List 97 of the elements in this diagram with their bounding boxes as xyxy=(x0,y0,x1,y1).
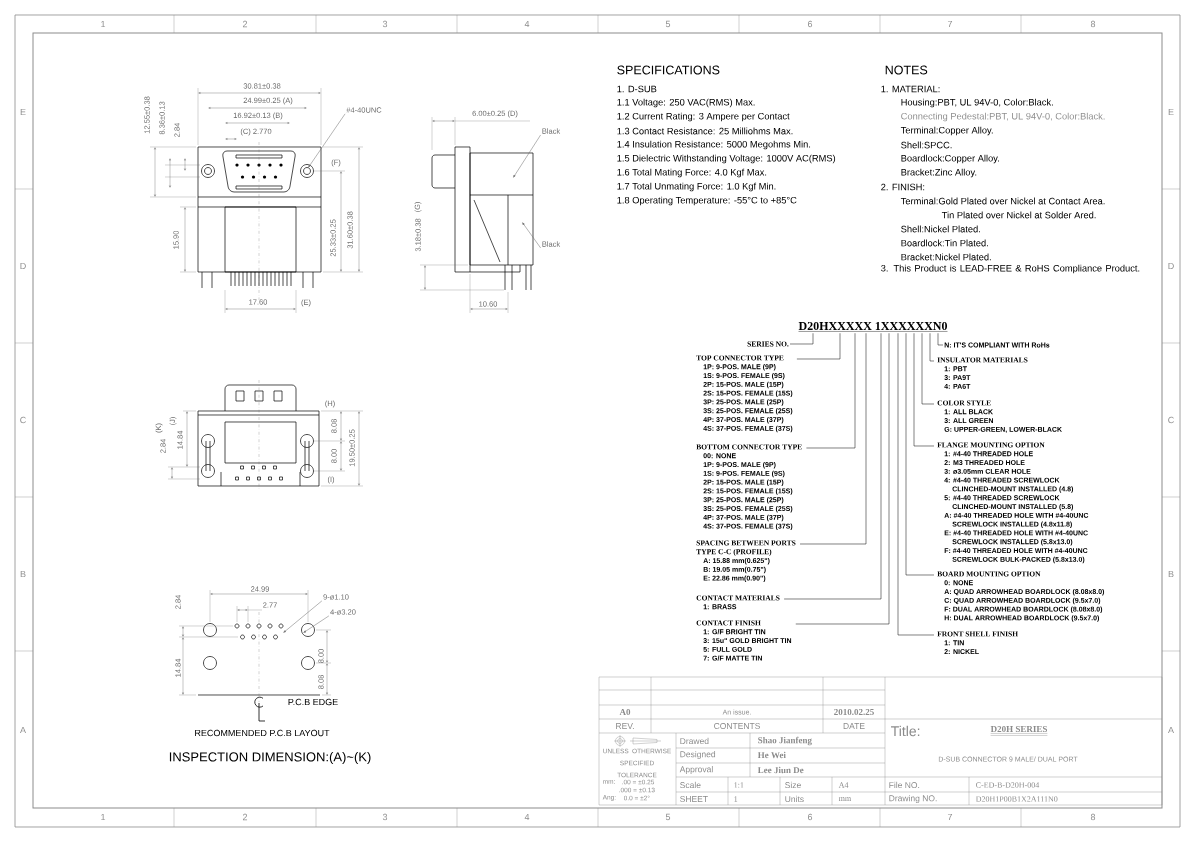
grid-reference: 8 xyxy=(1090,813,1096,821)
title-block-text: Approval xyxy=(679,766,713,774)
grid-reference: 6 xyxy=(807,20,813,28)
note-text: 2. FINISH: xyxy=(881,183,925,191)
leader-line xyxy=(897,333,935,636)
title-block-text: REV. xyxy=(616,723,634,729)
leader-line xyxy=(937,333,944,346)
title-block-text: Drawed xyxy=(680,737,709,745)
note-text: 1.1 Voltage: 250 VAC(RMS) Max. xyxy=(617,98,755,108)
title-block-text: Shao Jianfeng xyxy=(758,736,812,746)
grid-reference: 4 xyxy=(524,20,530,28)
note-text: Boardlock:Copper Alloy. xyxy=(901,154,999,164)
note-text: Bracket:Zinc Alloy. xyxy=(901,168,977,178)
leader-line xyxy=(806,333,856,449)
note-text: 1.4 Insulation Resistance: 5000 Megohms Min. xyxy=(617,140,810,150)
grid-reference: D xyxy=(20,262,26,270)
note-text: 1.8 Operating Temperature: -55°C to +85°C xyxy=(617,196,797,206)
grid-reference: B xyxy=(20,570,26,578)
note-text: Terminal:Gold Plated over Nickel at Contact Area. xyxy=(900,197,1105,205)
grid-reference: C xyxy=(20,416,26,424)
grid-reference: 1 xyxy=(101,20,106,28)
grid-reference: 3 xyxy=(382,813,388,821)
note-text: Shell:Nickel Plated. xyxy=(901,225,980,233)
note-text: 3. This Product is LEAD-FREE & RoHS Compliance Product. xyxy=(881,264,1140,274)
grid-reference: 1 xyxy=(101,813,106,821)
note-text: Connecting Pedestal:PBT, UL 94V-0, Color:Black. xyxy=(901,112,1105,122)
title-block-text: Title: xyxy=(891,725,920,737)
note-text: Housing:PBT, UL 94V-0, Color:Black. xyxy=(901,98,1053,108)
note-text: 1.7 Total Unmating Force: 1.0 Kgf Min. xyxy=(617,182,776,192)
grid-reference: E xyxy=(20,108,26,116)
grid-reference: 2 xyxy=(242,20,248,28)
title-block-text: 2010.02.25 xyxy=(834,708,874,716)
title-block-text: Size xyxy=(785,781,801,789)
drawing-caption: P.C.B EDGE xyxy=(288,698,338,706)
leader-line xyxy=(303,615,330,633)
note-text: 1. MATERIAL: xyxy=(881,85,940,93)
leader-line xyxy=(796,333,841,360)
title-block-text: Drawing NO. xyxy=(889,795,937,803)
grid-reference: 5 xyxy=(665,813,671,821)
title-block-text: 1:1 xyxy=(734,782,744,788)
leader-line xyxy=(921,333,935,405)
leader-line xyxy=(795,333,890,625)
grid-reference: 3 xyxy=(382,20,388,28)
title-block-text: Units xyxy=(785,795,804,803)
part-number: D20HXXXXX 1XXXXXXN0 xyxy=(798,321,948,332)
note-text: 1.5 Dielectric Withstanding Voltage: 1000V AC(RMS) xyxy=(617,154,836,164)
grid-reference: A xyxy=(20,726,26,734)
note-text: 1. D-SUB xyxy=(617,85,657,93)
grid-reference: B xyxy=(1168,570,1174,578)
grid-reference: 7 xyxy=(947,813,953,821)
leader-line xyxy=(789,333,814,345)
note-text: Tin Plated over Nickel at Solder Ared. xyxy=(941,211,1096,219)
title-block-text: Scale xyxy=(680,781,701,789)
title-block-text: 1 xyxy=(734,796,738,802)
grid-reference: 6 xyxy=(807,813,813,821)
grid-reference: E xyxy=(1168,108,1174,116)
leader-line xyxy=(905,333,935,576)
grid-reference: A xyxy=(1168,726,1174,734)
leader-line xyxy=(308,113,346,168)
grid-reference: D xyxy=(1168,262,1174,270)
leader-line xyxy=(913,333,935,447)
leader-line xyxy=(929,333,935,362)
title-block-text: Designed xyxy=(680,751,716,759)
drawing-caption: INSPECTION DIMENSION:(A)~(K) xyxy=(169,751,371,765)
note-text: 1.3 Contact Resistance: 25 Milliohms Max. xyxy=(617,127,793,135)
leader-line xyxy=(522,222,541,249)
leader-line xyxy=(513,134,541,178)
grid-reference: 7 xyxy=(947,20,953,28)
note-text: Boardlock:Tin Plated. xyxy=(901,239,988,247)
grid-reference: 5 xyxy=(665,20,671,28)
drawing-caption: RECOMMENDED P.C.B LAYOUT xyxy=(195,729,330,737)
title-block-text: A0 xyxy=(619,708,631,716)
leader-line xyxy=(783,333,882,600)
leader-line xyxy=(799,333,867,545)
section-heading: NOTES xyxy=(885,65,928,75)
note-text: 1.6 Total Mating Force: 4.0 Kgf Max. xyxy=(617,168,767,178)
title-block-text: D20H SERIES xyxy=(990,725,1048,736)
section-heading: SPECIFICATIONS xyxy=(617,65,720,75)
note-text: Bracket:Nickel Plated. xyxy=(901,253,991,261)
title-block-text: mm xyxy=(838,797,852,801)
note-text: Terminal:Copper Alloy. xyxy=(900,126,993,136)
note-text: 1.2 Current Rating: 3 Ampere per Contact xyxy=(617,112,790,122)
title-block-text: DATE xyxy=(843,723,865,729)
title-block-text: A4 xyxy=(838,782,849,788)
title-block-text: D20H1P00B1X2A111N0 xyxy=(975,796,1058,802)
note-text: Shell:SPCC. xyxy=(901,141,952,149)
grid-reference: 8 xyxy=(1090,20,1096,28)
leader-line xyxy=(283,600,323,633)
title-block-text: Lee Jiun De xyxy=(757,766,804,774)
grid-reference: C xyxy=(1168,416,1174,424)
grid-reference: 4 xyxy=(524,813,530,821)
title-block-text: C-ED-B-D20H-004 xyxy=(976,782,1040,788)
title-block-text: SHEET xyxy=(680,796,708,802)
title-block-text: He Wei xyxy=(757,751,786,759)
title-block-text: File NO. xyxy=(889,781,920,789)
grid-reference: 2 xyxy=(242,813,248,821)
title-block-text: CONTENTS xyxy=(714,723,760,729)
